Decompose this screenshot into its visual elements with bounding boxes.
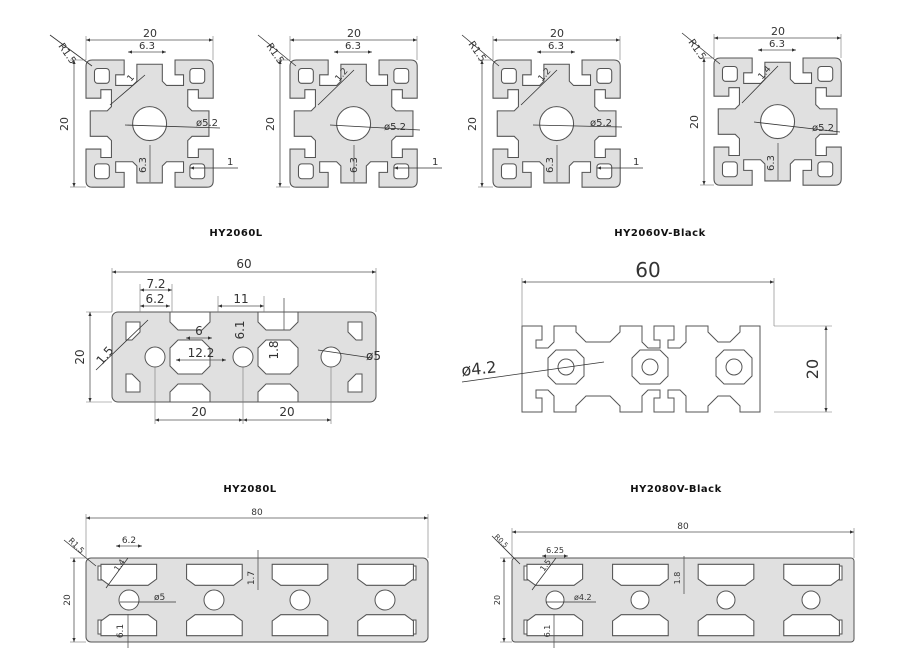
dim-11: 11: [233, 292, 248, 306]
dim-6-1: 6.1: [233, 320, 247, 339]
dim-radius: R1.5: [466, 39, 488, 64]
dim-6-1: 6.1: [543, 625, 552, 638]
dim-1-8: 1.8: [673, 572, 682, 585]
dim-height: 20: [264, 117, 277, 131]
dim-pitch-1: 20: [191, 405, 206, 419]
dim-slot: 6.3: [548, 41, 564, 52]
dim-bore: ø5: [154, 593, 165, 603]
dim-slot: 6.3: [769, 39, 785, 50]
dim-slot-2: 6.3: [138, 157, 149, 173]
title-hy2080l: HY2080L: [223, 484, 276, 495]
dim-width: 20: [771, 25, 785, 38]
dim-slot-2: 6.3: [349, 157, 360, 173]
dim-slot: 6.3: [345, 41, 361, 52]
dim-lip: 1: [633, 157, 639, 168]
dim-width: 60: [635, 258, 660, 282]
dim-lip: 1: [432, 157, 438, 168]
dim-lip: 1: [227, 157, 233, 168]
profile-2080l: [85, 557, 429, 643]
title-hy2060l: HY2060L: [209, 228, 262, 239]
dim-height: 20: [58, 117, 71, 131]
dim-height: 20: [803, 359, 822, 379]
dim-height: 20: [688, 115, 701, 129]
dim-pitch-2: 20: [279, 405, 294, 419]
dim-1-7: 1.7: [247, 571, 257, 585]
title-hy2060v: HY2060V-Black: [614, 228, 705, 239]
dim-bore: ø5.2: [590, 118, 612, 129]
dim-1-8: 1.8: [267, 340, 281, 359]
dim-bore: ø5.2: [812, 123, 834, 134]
dim-bore: ø5: [366, 349, 381, 363]
dim-7-2: 7.2: [146, 277, 165, 291]
dim-width: 20: [550, 27, 564, 40]
profile-2020-1-dims: 20 6.3 R1.5 20 1 ø5.2 6.3 1: [49, 27, 238, 188]
dim-bore: ø5.2: [196, 118, 218, 129]
dim-slot: 6.3: [139, 41, 155, 52]
profile-2060v-dims: 60 ø4.2 20: [460, 258, 832, 413]
dim-6-1: 6.1: [116, 624, 126, 638]
dim-6: 6: [195, 324, 203, 338]
dim-wall: 1: [126, 73, 137, 84]
dim-bore: ø4.2: [574, 593, 592, 602]
dim-12-2: 12.2: [188, 346, 215, 360]
dim-width: 60: [236, 257, 251, 271]
dim-height: 20: [466, 117, 479, 131]
profile-2060v: [521, 325, 761, 413]
profile-2080v: [511, 557, 855, 643]
profile-2060l: [111, 311, 377, 403]
dim-height: 20: [493, 595, 502, 605]
dim-slot: 6.2: [122, 536, 136, 546]
dim-slot: 6.25: [546, 546, 564, 555]
dim-radius: R0.5: [493, 533, 510, 550]
title-hy2080v: HY2080V-Black: [630, 484, 721, 495]
dim-height: 20: [63, 594, 73, 606]
dim-width: 20: [347, 27, 361, 40]
dim-bore: ø4.2: [460, 357, 497, 380]
dim-width: 20: [143, 27, 157, 40]
dim-radius: R1.5: [67, 536, 86, 555]
dim-radius: R1.5: [264, 41, 286, 66]
dim-bore: ø5.2: [384, 122, 406, 133]
dim-height: 20: [73, 349, 87, 364]
dim-slot-2: 6.3: [545, 157, 556, 173]
dim-width: 80: [251, 508, 263, 518]
dim-slot-2: 6.3: [766, 155, 777, 171]
dim-width: 80: [677, 522, 689, 532]
dim-6-2: 6.2: [145, 292, 164, 306]
